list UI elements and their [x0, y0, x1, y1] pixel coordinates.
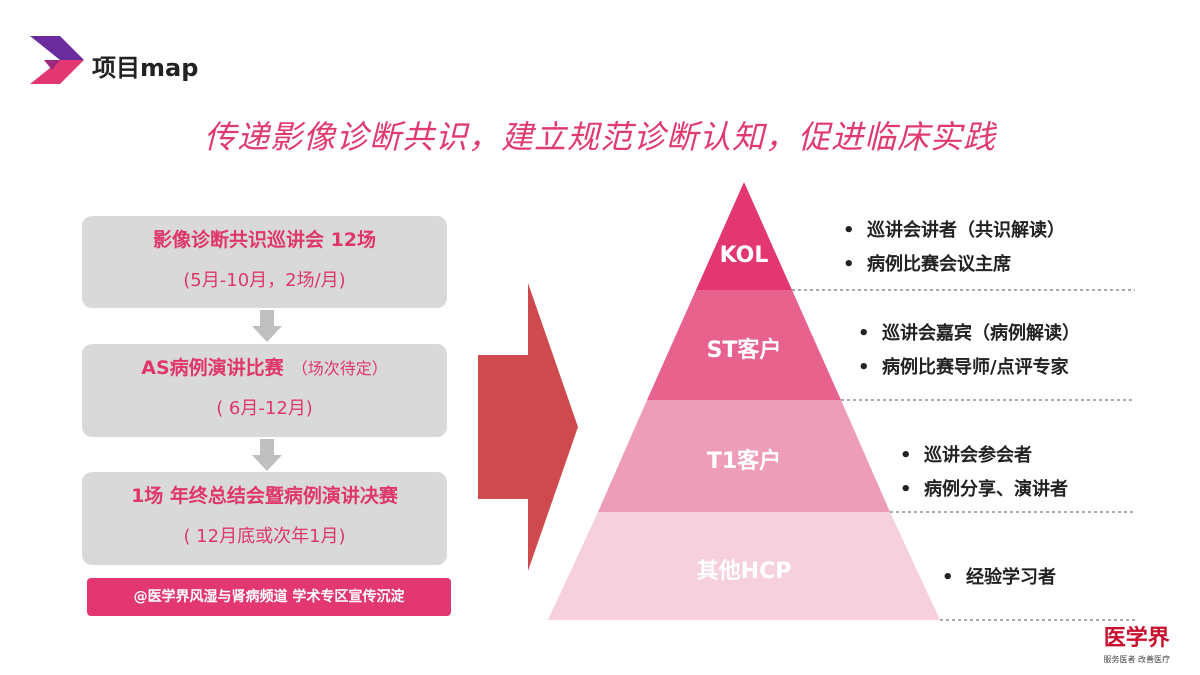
tagline: 传递影像诊断共识，建立规范诊断认知，促进临床实践 [203, 118, 996, 156]
tier-hcp-bullets: •经验学习者 [942, 563, 1056, 597]
step-case-contest: AS病例演讲比赛 （场次待定） ( 6月-12月) [82, 344, 447, 437]
tier-st-bullets: •巡讲会嘉宾（病例解读） •病例比赛导师/点评专家 [858, 319, 1080, 387]
brand-slogan: 服务医者 改善医疗 [1103, 655, 1170, 664]
tier-t1-label: T1客户 [706, 449, 782, 474]
bullet-item: •巡讲会参会者 [900, 445, 1032, 466]
bullet-item: •巡讲会嘉宾（病例解读） [858, 323, 1080, 344]
down-arrow-icon [252, 439, 282, 471]
bullet-item: •病例比赛导师/点评专家 [858, 357, 1069, 378]
bullet-item: •经验学习者 [942, 567, 1056, 588]
tier-kol-bullets: •巡讲会讲者（共识解读） •病例比赛会议主席 [843, 216, 1065, 284]
step-case-contest-title: AS病例演讲比赛 [141, 357, 284, 379]
step-roadshow: 影像诊断共识巡讲会 12场 (5月-10月，2场/月) [82, 216, 447, 308]
tier-kol-label: KOL [719, 243, 769, 268]
bullet-item: •巡讲会讲者（共识解读） [843, 220, 1065, 241]
step-final-detail: ( 12月底或次年1月) [183, 526, 346, 547]
step-final: 1场 年终总结会暨病例演讲决赛 ( 12月底或次年1月) [82, 472, 447, 565]
tier-st-label: ST客户 [706, 338, 782, 363]
step-roadshow-detail: (5月-10月，2场/月) [183, 270, 346, 291]
bullet-item: •病例分享、演讲者 [900, 479, 1068, 500]
step-roadshow-title: 影像诊断共识巡讲会 12场 [152, 229, 377, 251]
logo-chevron-icon [30, 36, 84, 84]
tier-hcp-label: 其他HCP [696, 559, 792, 584]
down-arrow-icon [252, 310, 282, 342]
header-title: 项目map [92, 54, 199, 82]
channel-note: @医学界风湿与肾病频道 学术专区宣传沉淀 [87, 578, 451, 616]
right-arrow-icon [478, 283, 578, 571]
brand-name: 医学界 [1103, 625, 1170, 651]
step-case-contest-detail: ( 6月-12月) [216, 398, 313, 419]
step-case-contest-sub: （场次待定） [291, 359, 388, 378]
tier-t1-bullets: •巡讲会参会者 •病例分享、演讲者 [900, 441, 1068, 509]
brand-logo: 医学界 服务医者 改善医疗 [1103, 620, 1170, 665]
tier-kol-shape [696, 182, 792, 290]
step-final-title: 1场 年终总结会暨病例演讲决赛 [131, 485, 398, 507]
bullet-item: •病例比赛会议主席 [843, 254, 1011, 275]
